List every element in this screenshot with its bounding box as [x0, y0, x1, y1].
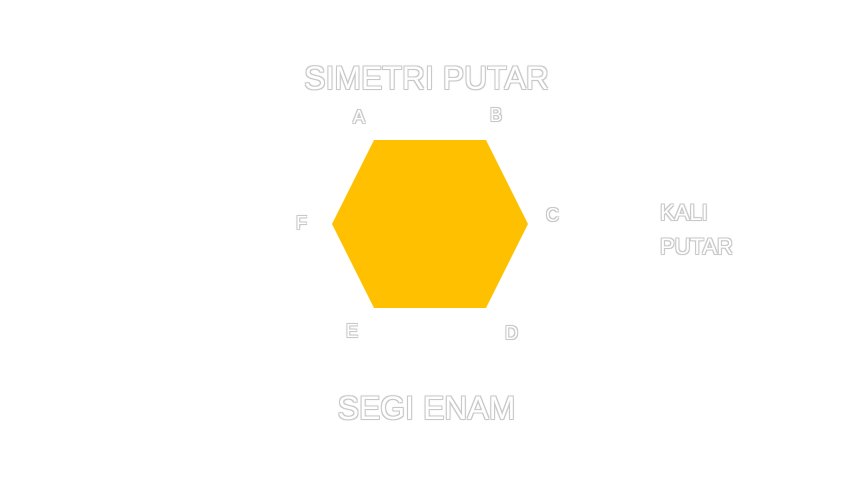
rotation-count-label: KALI PUTAR	[660, 196, 733, 264]
hexagon-shape	[332, 140, 528, 308]
shape-name: SEGI ENAM	[337, 390, 516, 426]
vertex-label-c: C	[546, 205, 559, 225]
vertex-label-d: D	[505, 323, 518, 343]
vertex-label-e: E	[346, 321, 359, 341]
slide-title: SIMETRI PUTAR	[304, 60, 549, 96]
vertex-label-b: B	[490, 105, 503, 125]
vertex-label-a: A	[353, 107, 366, 127]
vertex-label-f: F	[296, 213, 307, 233]
rotation-count-line2: PUTAR	[660, 234, 733, 259]
rotation-count-line1: KALI	[660, 200, 708, 225]
